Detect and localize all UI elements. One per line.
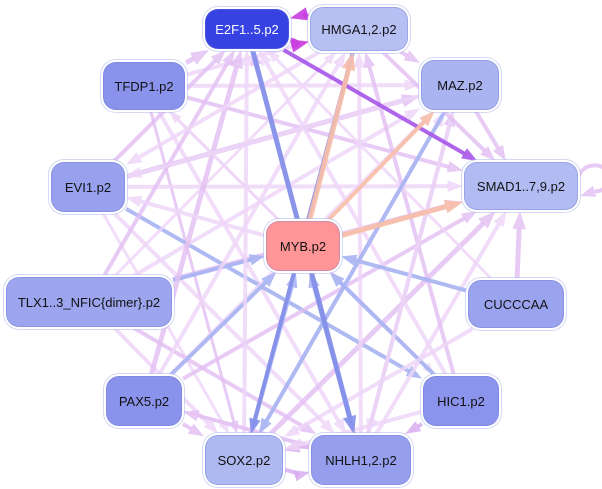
node-evi1[interactable]: EVI1.p2: [51, 162, 125, 212]
node-sox2[interactable]: SOX2.p2: [205, 435, 283, 485]
node-myb[interactable]: MYB.p2: [266, 221, 340, 271]
node-tlx[interactable]: TLX1..3_NFIC{dimer}.p2: [6, 277, 172, 327]
node-hic1[interactable]: HIC1.p2: [423, 376, 499, 426]
node-label: MAZ.p2: [437, 77, 483, 93]
node-label: NHLH1,2.p2: [325, 452, 397, 468]
edge-tlx-maz: [132, 108, 420, 278]
edge-pax5-myb: [169, 272, 277, 377]
node-label: HMGA1,2.p2: [321, 21, 397, 37]
node-maz[interactable]: MAZ.p2: [421, 60, 499, 110]
edge-nhlh-hmga: [353, 52, 365, 435]
edge-cuc-smad: [512, 211, 526, 280]
node-label: HIC1.p2: [437, 393, 485, 409]
node-hmga[interactable]: HMGA1,2.p2: [310, 7, 408, 51]
node-label: MYB.p2: [279, 238, 327, 254]
edge-myb-hmga: [307, 52, 356, 221]
edge-hmga-e2f1: [290, 7, 310, 21]
edge-myb-smad: [340, 200, 463, 238]
edge-hic1-hmga: [363, 52, 456, 376]
edge-pax5-sox2: [181, 422, 204, 437]
node-label: TFDP1.p2: [114, 78, 174, 94]
edge-maz-smad: [473, 109, 506, 161]
edge-tfdp1-nhlh: [156, 109, 346, 434]
edge-maz-sox2: [258, 110, 447, 434]
edge-smad-smad: [577, 163, 602, 197]
edge-pax5-hmga: [157, 52, 346, 377]
node-label: PAX5.p2: [118, 393, 170, 409]
edge-tfdp1-smad: [185, 95, 463, 173]
edge-hic1-nhlh: [405, 421, 424, 434]
edge-tlx-myb: [172, 254, 265, 282]
edge-evi1-nhlh: [112, 211, 335, 434]
edge-nhlh-pax5: [183, 410, 311, 449]
node-cuc[interactable]: CUCCCAA: [468, 280, 564, 328]
edge-sox2-e2f1: [240, 50, 253, 435]
node-label: TLX1..3_NFIC{dimer}.p2: [17, 294, 161, 310]
node-label: CUCCCAA: [483, 296, 549, 312]
node-tfdp1[interactable]: TFDP1.p2: [103, 62, 185, 110]
node-label: SOX2.p2: [217, 452, 271, 468]
edge-myb-maz: [326, 111, 435, 222]
edge-tlx-e2f1: [102, 50, 235, 278]
edge-sox2-nhlh: [283, 467, 310, 482]
node-label: SMAD1..7,9.p2: [476, 178, 566, 194]
edge-maz-nhlh: [366, 110, 456, 434]
edge-maz-evi1: [126, 94, 421, 179]
edge-cuc-sox2: [284, 327, 474, 438]
edge-hmga-maz: [399, 50, 420, 63]
edge-tlx-sox2: [113, 326, 219, 434]
edge-sox2-smad: [268, 211, 496, 436]
node-pax5[interactable]: PAX5.p2: [106, 376, 182, 426]
node-label: EVI1.p2: [64, 179, 112, 195]
edge-tfdp1-e2f1: [184, 50, 210, 65]
edge-e2f1-smad: [282, 48, 478, 161]
edge-tfdp1-maz: [185, 79, 420, 91]
edge-hmga-evi1: [126, 50, 321, 165]
node-smad[interactable]: SMAD1..7,9.p2: [464, 162, 578, 210]
edge-e2f1-hmga: [289, 37, 309, 53]
edge-cuc-e2f1: [267, 50, 493, 281]
node-label: E2F1..5.p2: [215, 21, 279, 37]
edge-evi1-e2f1: [112, 50, 226, 163]
edge-hic1-e2f1: [259, 50, 448, 376]
edge-myb-evi1: [126, 195, 266, 238]
edge-tlx-hmga: [113, 52, 337, 278]
edge-nhlh-smad: [374, 211, 507, 436]
node-nhlh[interactable]: NHLH1,2.p2: [311, 435, 411, 485]
node-e2f1[interactable]: E2F1..5.p2: [205, 9, 289, 49]
